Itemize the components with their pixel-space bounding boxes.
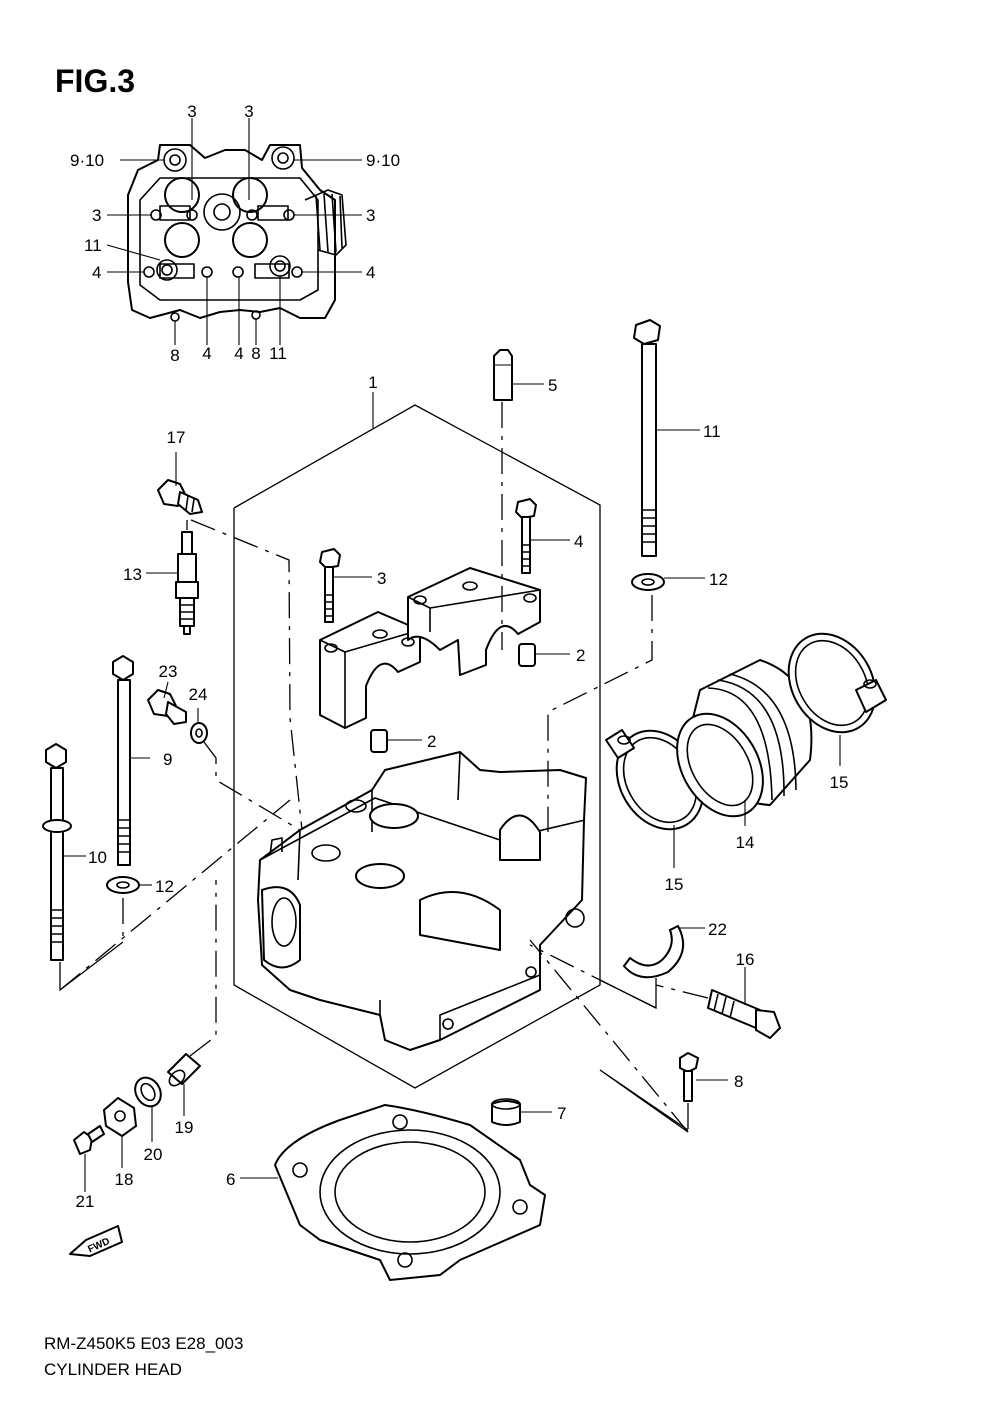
inset-callout-4: 4: [202, 344, 211, 363]
section-name: CYLINDER HEAD: [44, 1360, 182, 1379]
callout-4: 4: [574, 532, 583, 551]
callout-10: 10: [88, 848, 107, 867]
spark-plug-13: [175, 519, 303, 831]
callout-leaders: [63, 383, 841, 1192]
bolt-21: [73, 1125, 105, 1155]
inset-callout-3: 3: [92, 206, 101, 225]
oring-20: [134, 1076, 162, 1108]
callout-1: 1: [368, 373, 377, 392]
inset-callout-4: 4: [366, 263, 375, 282]
head-gasket-6: [274, 1104, 546, 1281]
callout-2: 2: [576, 646, 585, 665]
inset-callout-3: 3: [187, 102, 196, 121]
callout-9: 9: [163, 750, 172, 769]
inset-callout-11: 11: [269, 344, 287, 363]
inset-callout-4: 4: [92, 263, 101, 282]
inset-top-view: [106, 118, 362, 345]
callout-22: 22: [708, 920, 727, 939]
inset-callout-8: 8: [170, 346, 179, 365]
callout-15: 15: [665, 875, 684, 894]
callout-12: 12: [709, 570, 728, 589]
callout-24: 24: [189, 685, 208, 704]
callout-12: 12: [155, 877, 174, 896]
callout-13: 13: [123, 565, 142, 584]
bolt-17: [157, 479, 203, 515]
fwd-arrow-icon: FWD: [69, 1225, 123, 1257]
dowel-pin-5: [493, 349, 513, 650]
callout-21: 21: [76, 1192, 95, 1211]
dowel-7: [491, 1098, 521, 1126]
camshaft-holders: [319, 567, 541, 729]
callout-18: 18: [115, 1170, 134, 1189]
callout-17: 17: [167, 428, 186, 447]
callout-2: 2: [427, 732, 436, 751]
inset-callout-3: 3: [366, 206, 375, 225]
bolt-16: [529, 944, 781, 1039]
inset-callout-9-10: 9·10: [70, 151, 104, 170]
bolt-9: [112, 655, 134, 866]
bolt-8: [529, 939, 699, 1133]
callout-15: 15: [830, 773, 849, 792]
dowel-pin-2-lower: [370, 729, 388, 753]
inset-callout-3: 3: [244, 102, 253, 121]
callout-11: 11: [703, 422, 721, 441]
callout-16: 16: [736, 950, 755, 969]
washer-24: [190, 722, 301, 831]
inset-callout-9-10: 9·10: [366, 151, 400, 170]
clamp-15-right: [787, 632, 887, 734]
bolt-23: [147, 689, 187, 725]
intake-boot-14: [676, 659, 813, 818]
callout-14: 14: [736, 833, 755, 852]
bolt-10: [42, 743, 72, 961]
callout-5: 5: [548, 376, 557, 395]
assembly-frame: [233, 392, 601, 1089]
callout-20: 20: [144, 1145, 163, 1164]
bolt-4: [515, 498, 537, 574]
cylinder-head: [257, 751, 587, 1051]
callout-7: 7: [557, 1104, 566, 1123]
dowel-pin-2-upper: [518, 643, 536, 667]
callout-19: 19: [175, 1118, 194, 1137]
callout-6: 6: [226, 1170, 235, 1189]
washer-12-right: [547, 573, 665, 832]
callout-23: 23: [159, 662, 178, 681]
sleeve-19: [167, 880, 217, 1087]
inset-callout-11: 11: [84, 236, 102, 255]
model-code: RM-Z450K5 E03 E28_003: [44, 1334, 243, 1353]
figure-title: FIG.3: [55, 63, 135, 99]
callout-3: 3: [377, 569, 386, 588]
inset-callout-8: 8: [251, 344, 260, 363]
bolt-11: [633, 319, 661, 557]
retainer-22: [623, 925, 685, 979]
inset-callout-4: 4: [234, 344, 243, 363]
bolt-3: [319, 548, 341, 623]
washer-12-left: [59, 799, 291, 992]
callout-8: 8: [734, 1072, 743, 1091]
plate-18: [103, 1097, 137, 1137]
